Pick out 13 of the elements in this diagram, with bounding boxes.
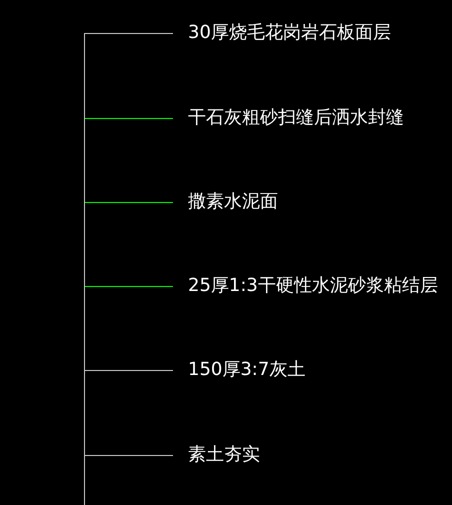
vertical-leader-line <box>84 33 85 505</box>
layer-label: 150厚3:7灰土 <box>188 361 306 379</box>
layer-label: 素土夯实 <box>188 446 260 464</box>
layer-label: 干石灰粗砂扫缝后洒水封缝 <box>188 109 404 127</box>
layer-label: 25厚1:3干硬性水泥砂浆粘结层 <box>188 277 438 295</box>
leader-line <box>84 286 174 287</box>
layer-label: 撒素水泥面 <box>188 193 278 211</box>
leader-line <box>84 455 174 456</box>
leader-line <box>84 370 174 371</box>
leader-line <box>84 118 174 119</box>
leader-line <box>84 202 174 203</box>
layer-label: 30厚烧毛花岗岩石板面层 <box>188 24 391 42</box>
leader-line <box>84 33 174 34</box>
